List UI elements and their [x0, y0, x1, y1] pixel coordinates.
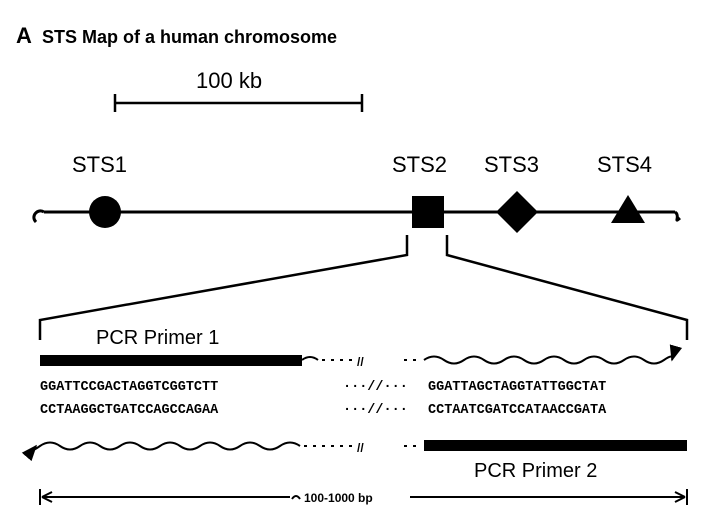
sequence-bottom-right: CCTAATCGATCCATAACCGATA [428, 403, 607, 418]
sts1-circle-marker [89, 196, 121, 228]
marker-label-sts3: STS3 [484, 152, 539, 177]
pcr-primer-1-bar [40, 355, 302, 366]
sequence-bottom-left: CCTAAGGCTGATCCAGCCAGAA [40, 403, 219, 418]
sequence-top-left: GGATTCCGACTAGGTCGGTCTT [40, 380, 218, 395]
pcr-primer-2-bar [424, 440, 687, 451]
sts2-square-marker [412, 196, 444, 228]
break-symbol-top: // [357, 355, 364, 369]
sequence-top-break: ···//··· [343, 380, 408, 395]
marker-label-sts4: STS4 [597, 152, 652, 177]
pcr-primer-2-label: PCR Primer 2 [474, 460, 597, 482]
break-symbol-bottom: // [357, 441, 364, 455]
sts4-triangle-marker [611, 195, 645, 223]
chromosome-line [32, 209, 681, 224]
marker-label-sts1: STS1 [72, 152, 127, 177]
top-strand [301, 344, 683, 365]
marker-label-sts2: STS2 [392, 152, 447, 177]
length-bracket [39, 489, 688, 505]
zoom-expansion-lines [38, 235, 689, 340]
figure-title: STS Map of a human chromosome [42, 27, 337, 47]
scale-bar [113, 94, 364, 112]
sequence-top-right: GGATTAGCTAGGTATTGGCTAT [428, 380, 606, 395]
sequence-bottom-break: ···//··· [343, 403, 408, 418]
sts3-diamond-marker [496, 191, 538, 233]
bottom-strand [21, 441, 420, 462]
scale-bar-label: 100 kb [196, 68, 262, 93]
length-label: 100-1000 bp [304, 491, 373, 505]
pcr-primer-1-label: PCR Primer 1 [96, 327, 219, 349]
panel-letter: A [16, 23, 32, 48]
